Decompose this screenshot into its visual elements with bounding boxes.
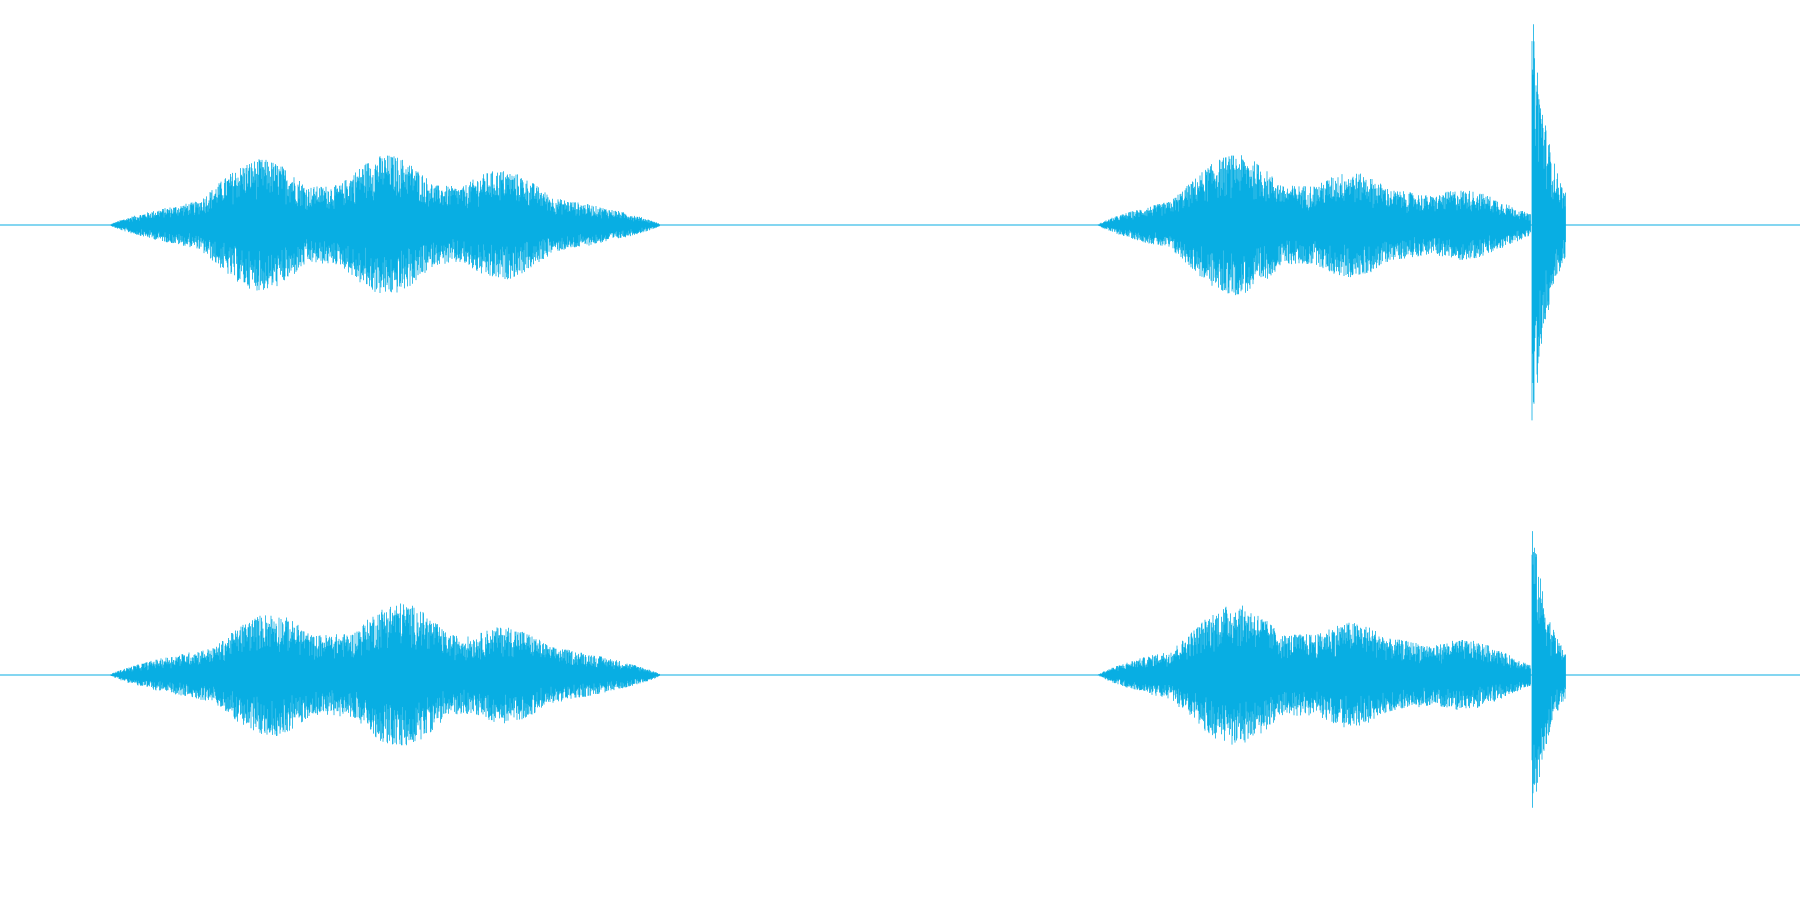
left-waveform-trace [110,24,1566,421]
channel-left [0,24,1800,421]
channel-right [0,450,1800,900]
right-waveform-trace [110,531,1566,808]
channel-right-waveform [0,531,1800,808]
channel-left-waveform [0,24,1800,421]
